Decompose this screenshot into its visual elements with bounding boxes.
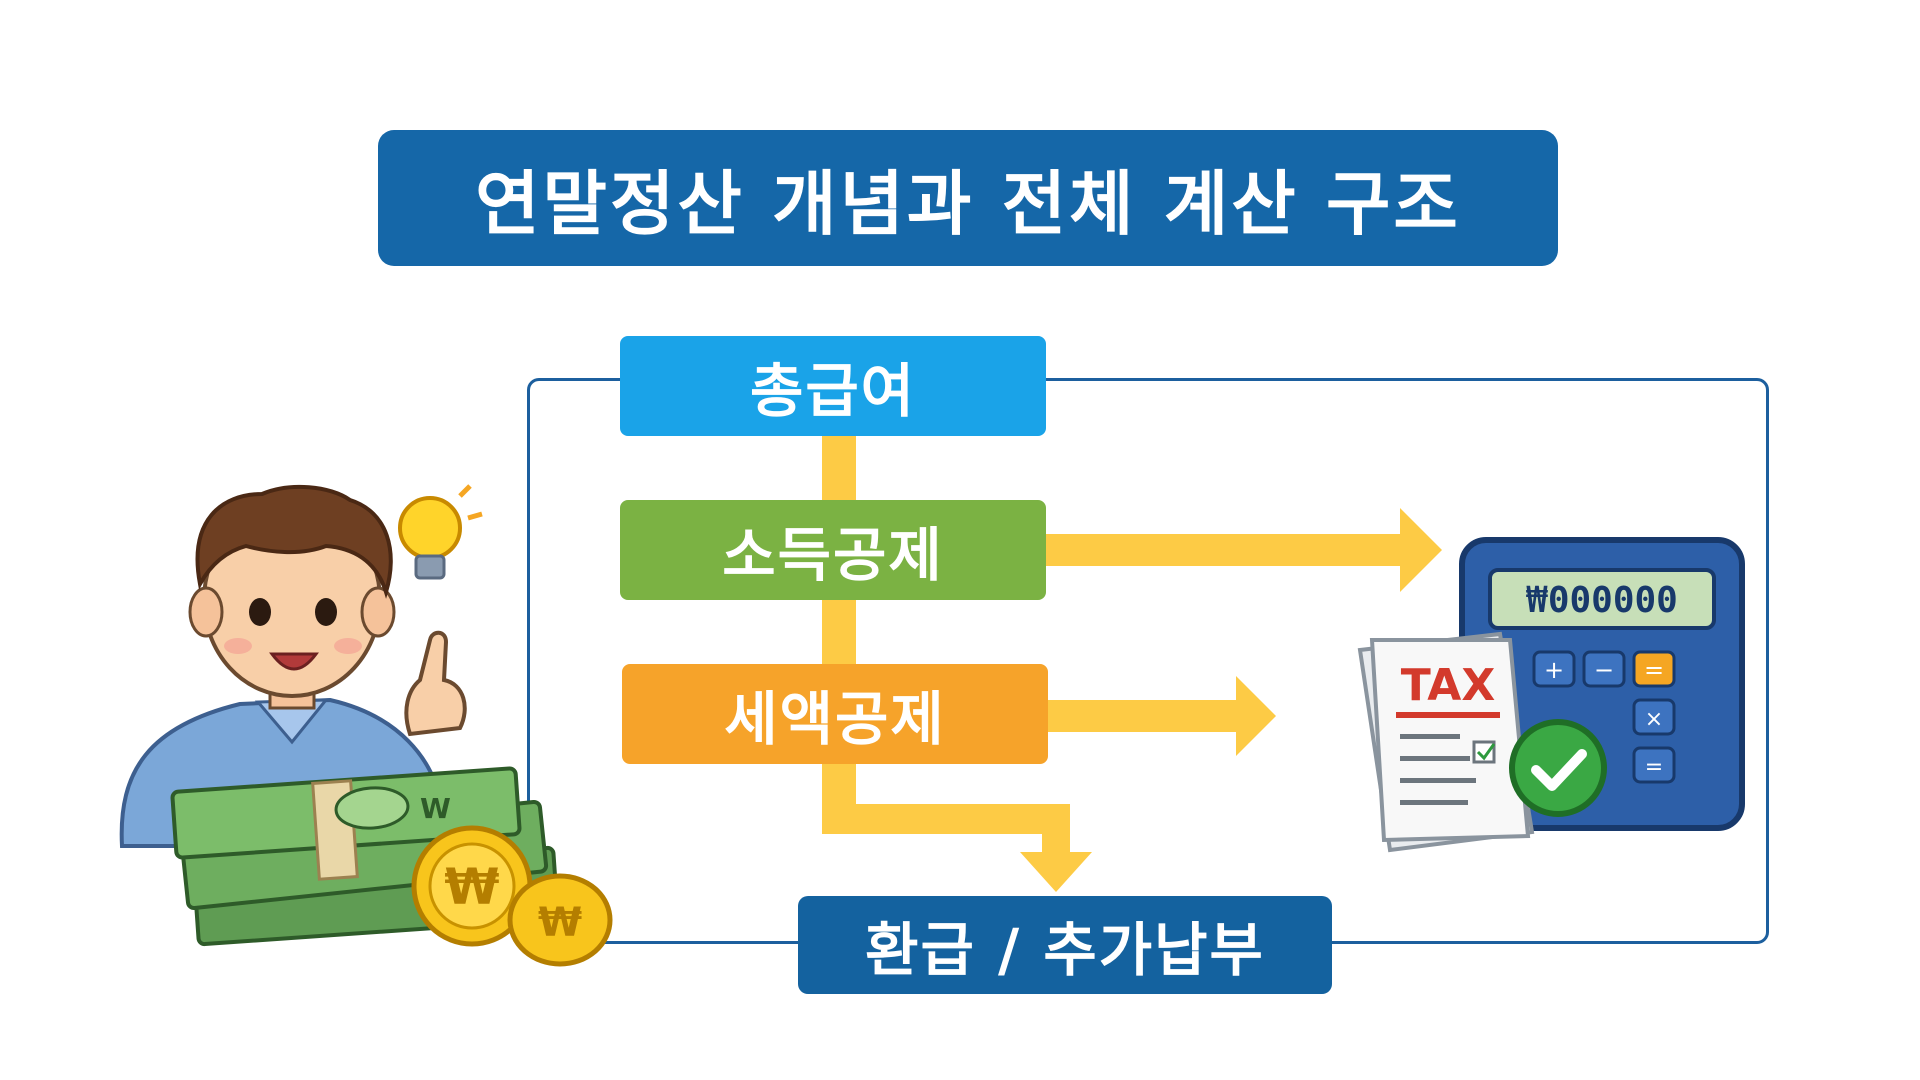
svg-text:−: − — [1594, 656, 1614, 684]
tax-document-icon: TAX — [1360, 634, 1532, 850]
svg-text:=: = — [1645, 755, 1663, 780]
svg-text:+: + — [1544, 656, 1564, 684]
check-badge-icon — [1512, 722, 1604, 814]
tax-form-label: TAX — [1401, 660, 1496, 711]
svg-text:×: × — [1645, 707, 1663, 732]
calculator-display: ₩000000 — [1526, 580, 1678, 621]
svg-text:=: = — [1644, 656, 1664, 684]
